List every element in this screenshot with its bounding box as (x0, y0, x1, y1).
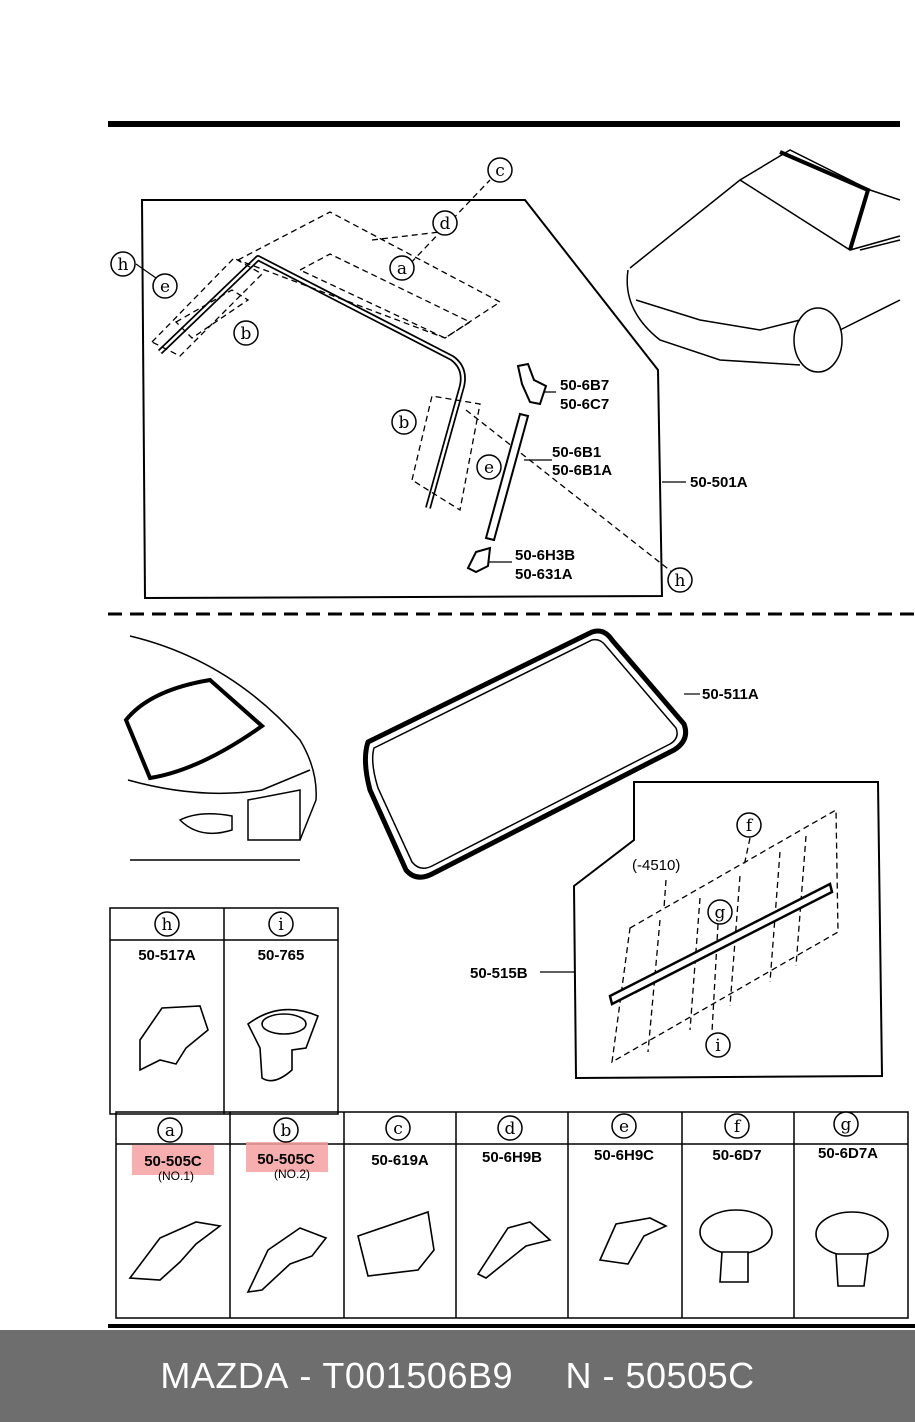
callout-circle-h (154, 911, 180, 937)
callout-circle-g (707, 899, 733, 925)
clip-505C-1-sketch (128, 1221, 222, 1281)
callout-letter-h: h (162, 915, 173, 935)
parts-diagram: c d a h e b b e h f g i h i a b c d e f g 50-6B7 50-6C7 50-6… (108, 121, 915, 1328)
callout-letter-i: i (278, 915, 284, 935)
table-a-part: 50-505C (144, 1153, 202, 1170)
callout-circle-d (432, 210, 458, 236)
callout-letter-b: b (241, 324, 252, 344)
clip-505C-2-sketch (246, 1227, 328, 1294)
part-6B1-strip (484, 412, 530, 542)
footer-code: T001506B9 (322, 1355, 514, 1396)
table-b-note: (NO.2) (274, 1167, 310, 1181)
clip-765-sketch (246, 1008, 320, 1082)
car-rear-sketch (123, 635, 317, 861)
highlight-b (246, 1142, 328, 1172)
callout-letter-d: d (440, 214, 451, 234)
part-6B7-clip (516, 362, 548, 406)
callout-circle-g (833, 1111, 859, 1137)
footer-number: 50505C (625, 1355, 755, 1396)
clip-6H9C-sketch (598, 1217, 668, 1265)
label-50-6B1: 50-6B1 (552, 444, 601, 461)
callout-letter-g: g (841, 1115, 852, 1135)
table-b-part: 50-505C (257, 1151, 315, 1168)
clip-6H9B-sketch (476, 1221, 552, 1279)
rear-molding-strip (608, 882, 834, 1006)
table-h-part: 50-517A (138, 947, 196, 964)
callout-circle-i (705, 1032, 731, 1058)
upper-frame (140, 199, 664, 600)
table-f-part: 50-6D7 (712, 1147, 761, 1164)
callout-circle-h (667, 567, 693, 593)
highlight-a (132, 1145, 214, 1175)
table-g-part: 50-6D7A (818, 1145, 878, 1162)
callout-letter-f: f (746, 816, 754, 836)
footer-brand: MAZDA (160, 1355, 289, 1396)
callout-letter-d: d (505, 1119, 516, 1139)
clip-6D7-sketch (699, 1209, 773, 1255)
clip-619A-sketch (357, 1210, 435, 1277)
label-50-6C7: 50-6C7 (560, 396, 609, 413)
callout-circle-f (736, 812, 762, 838)
callout-letter-e: e (160, 277, 170, 297)
rear-window-seal (362, 628, 689, 880)
callout-letter-g: g (715, 903, 726, 923)
callout-circle-b (233, 320, 259, 346)
table-d-part: 50-6H9B (482, 1149, 542, 1166)
callout-circle-d (497, 1115, 523, 1141)
label-50-6B1A: 50-6B1A (552, 462, 612, 479)
label-4510: (-4510) (632, 857, 680, 874)
callout-circle-c (487, 157, 513, 183)
callout-letter-a: a (397, 259, 407, 279)
label-50-511A: 50-511A (702, 686, 759, 703)
table-lower (115, 1111, 909, 1319)
callout-letter-b: b (281, 1121, 292, 1141)
callout-circle-a (389, 255, 415, 281)
label-50-515B: 50-515B (470, 965, 528, 982)
footer-bar: MAZDA - T001506B9 N - 50505C (0, 1330, 915, 1422)
clip-6D7A-sketch (815, 1211, 889, 1257)
part-6H3B-clip (466, 546, 492, 574)
callout-letter-b: b (399, 413, 410, 433)
callout-circle-i (268, 911, 294, 937)
callout-letter-a: a (165, 1121, 175, 1141)
label-50-631A: 50-631A (515, 566, 573, 583)
callout-letter-h: h (118, 255, 129, 275)
table-a-note: (NO.1) (158, 1169, 194, 1183)
table-e-part: 50-6H9C (594, 1147, 654, 1164)
table-c-part: 50-619A (371, 1152, 429, 1169)
table-upper (109, 907, 339, 1115)
dashed-zones (150, 179, 673, 573)
callout-letter-i: i (715, 1036, 721, 1056)
callout-circle-e (152, 273, 178, 299)
callout-circle-f (724, 1113, 750, 1139)
windshield-molding (157, 255, 466, 509)
rear-molding-frame (572, 781, 884, 1080)
callout-letter-h: h (675, 571, 686, 591)
callout-letter-e: e (484, 458, 494, 478)
callout-circle-e (611, 1113, 637, 1139)
label-50-6B7: 50-6B7 (560, 377, 609, 394)
callout-letter-c: c (495, 161, 505, 181)
rear-dashed-zones (611, 808, 839, 1064)
car-front-sketch (626, 149, 901, 373)
callout-circle-c (385, 1115, 411, 1141)
label-50-501A: 50-501A (690, 474, 748, 491)
callout-letter-f: f (734, 1117, 742, 1137)
callout-circle-b (273, 1117, 299, 1143)
callout-circle-a (157, 1117, 183, 1143)
callout-letter-c: c (393, 1119, 403, 1139)
label-50-6H3B: 50-6H3B (515, 547, 575, 564)
callout-circle-b (391, 409, 417, 435)
callout-letter-e: e (619, 1117, 629, 1137)
clip-517A-sketch (139, 1005, 209, 1072)
callout-circle-e (476, 454, 502, 480)
table-i-part: 50-765 (258, 947, 305, 964)
callout-circle-h (110, 251, 136, 277)
